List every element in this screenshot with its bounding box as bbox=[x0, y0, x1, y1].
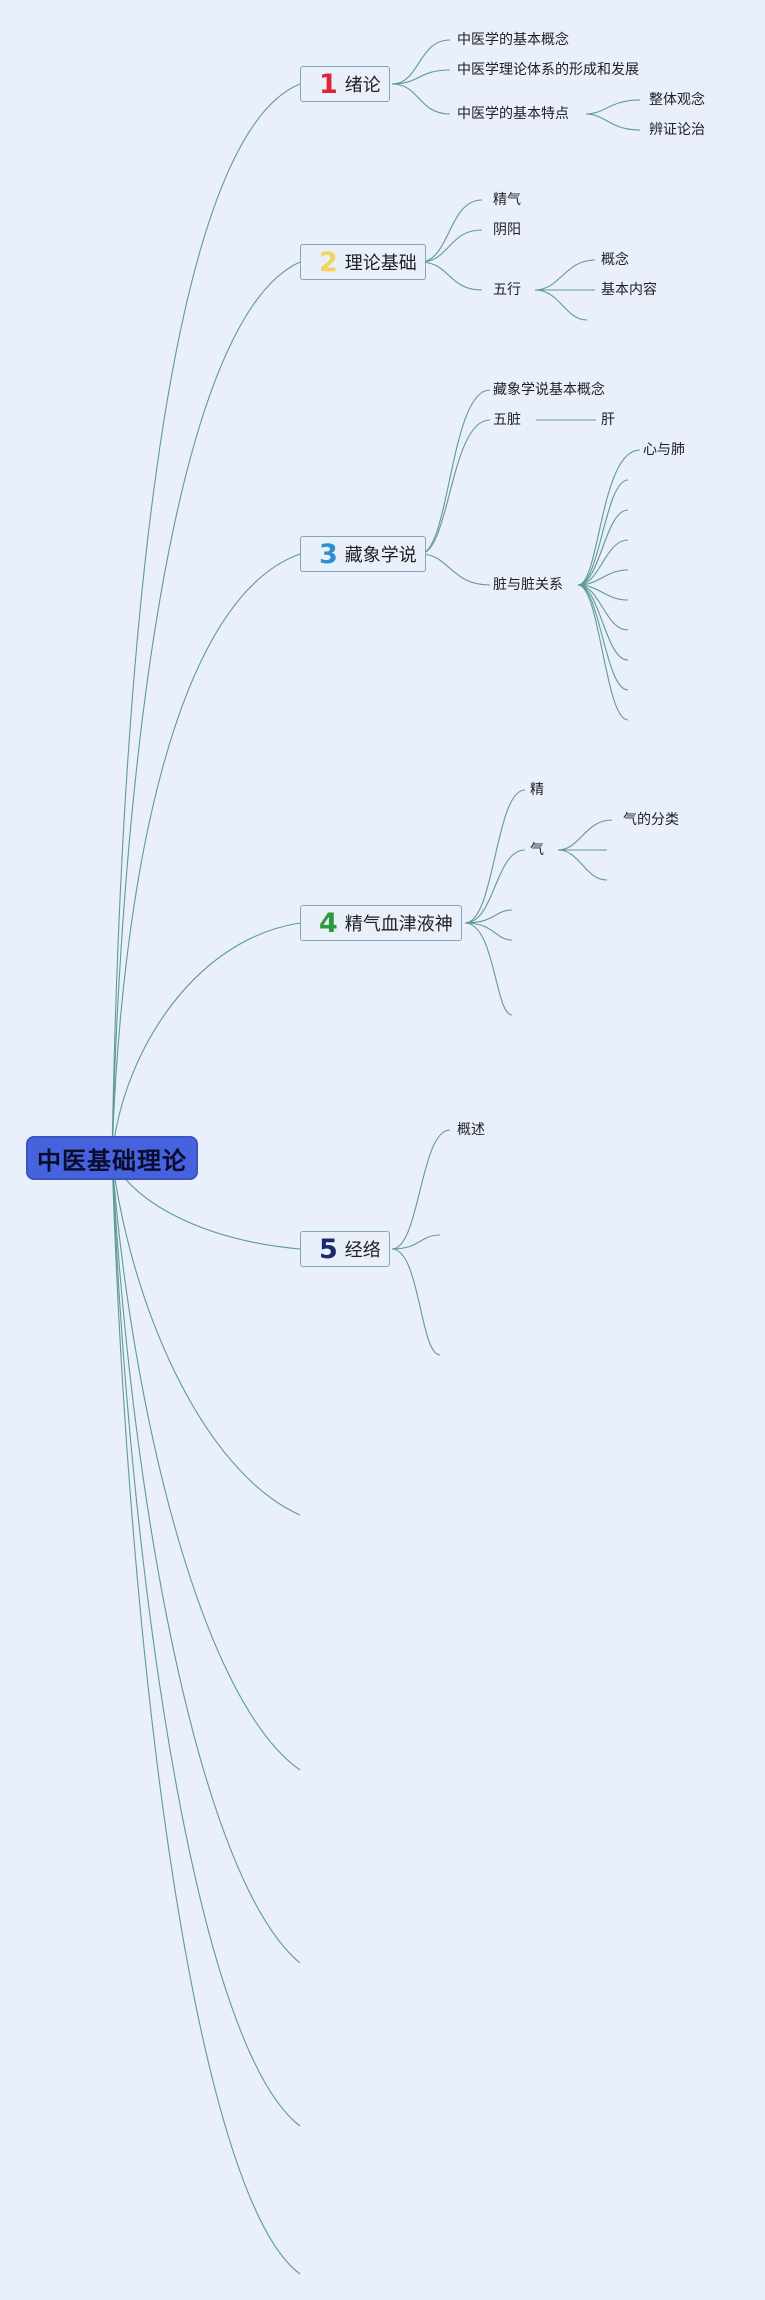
subtopic-node[interactable]: 五行 bbox=[493, 282, 521, 298]
subtopic-node[interactable]: 脏与脏关系 bbox=[493, 577, 563, 593]
subtopic-node[interactable]: 五脏 bbox=[493, 412, 521, 428]
topic-number-4: 4 bbox=[319, 907, 338, 939]
topic-node-5[interactable]: 5 经络 bbox=[300, 1231, 390, 1267]
subtopic-node[interactable]: 中医学的基本特点 bbox=[457, 106, 569, 122]
detail-node[interactable]: 肝 bbox=[601, 412, 615, 428]
subtopic-node[interactable]: 精 bbox=[530, 782, 544, 798]
detail-node[interactable]: 辨证论治 bbox=[649, 122, 705, 138]
subtopic-node[interactable]: 气 bbox=[530, 842, 544, 858]
detail-node[interactable]: 基本内容 bbox=[601, 282, 657, 298]
root-label: 中医基础理论 bbox=[37, 1146, 187, 1175]
detail-node[interactable]: 心与肺 bbox=[643, 442, 685, 458]
topic-label-2: 理论基础 bbox=[344, 253, 417, 274]
topic-number-1: 1 bbox=[319, 68, 338, 100]
subtopic-node[interactable]: 中医学的基本概念 bbox=[457, 32, 569, 48]
topic-label-1: 绪论 bbox=[344, 75, 381, 96]
topic-label-3: 藏象学说 bbox=[344, 545, 417, 566]
detail-node[interactable]: 整体观念 bbox=[649, 92, 705, 108]
topic-node-2[interactable]: 2 理论基础 bbox=[300, 244, 426, 280]
root-node[interactable]: 中医基础理论 bbox=[26, 1136, 198, 1180]
subtopic-node[interactable]: 精气 bbox=[493, 192, 521, 208]
detail-node[interactable]: 概念 bbox=[601, 252, 629, 268]
topic-node-4[interactable]: 4 精气血津液神 bbox=[300, 905, 462, 941]
topic-node-3[interactable]: 3 藏象学说 bbox=[300, 536, 426, 572]
topic-label-5: 经络 bbox=[344, 1240, 381, 1261]
topic-node-1[interactable]: 1 绪论 bbox=[300, 66, 390, 102]
topic-label-4: 精气血津液神 bbox=[344, 914, 453, 935]
topic-number-5: 5 bbox=[319, 1233, 338, 1265]
subtopic-node[interactable]: 阴阳 bbox=[493, 222, 521, 238]
subtopic-node[interactable]: 中医学理论体系的形成和发展 bbox=[457, 62, 639, 78]
detail-node[interactable]: 气的分类 bbox=[623, 812, 679, 828]
subtopic-node[interactable]: 藏象学说基本概念 bbox=[493, 382, 605, 398]
topic-number-2: 2 bbox=[319, 246, 338, 278]
subtopic-node[interactable]: 概述 bbox=[457, 1122, 485, 1138]
topic-number-3: 3 bbox=[319, 538, 338, 570]
